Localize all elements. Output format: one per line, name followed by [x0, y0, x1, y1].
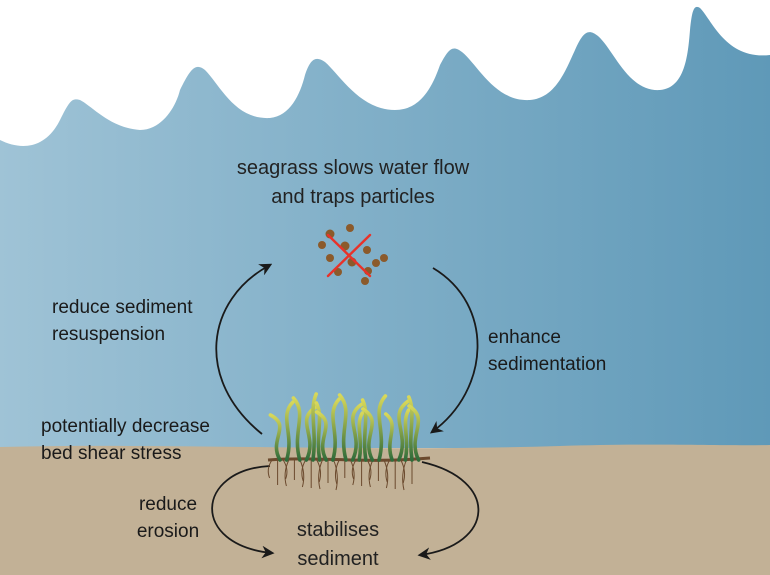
arrow-enhance-sedimentation [429, 267, 479, 434]
arrow-reduce-erosion [417, 461, 480, 560]
seagrass-blades [268, 392, 421, 462]
water-body [0, 6, 770, 448]
sediment-bed [0, 444, 770, 575]
seagrass-icon [267, 392, 431, 491]
cycle-arrows [211, 263, 480, 560]
arrow-reduce-resuspension [215, 263, 273, 435]
arrow-stabilise-loop [211, 465, 275, 559]
cross-mark-icon [326, 233, 372, 278]
